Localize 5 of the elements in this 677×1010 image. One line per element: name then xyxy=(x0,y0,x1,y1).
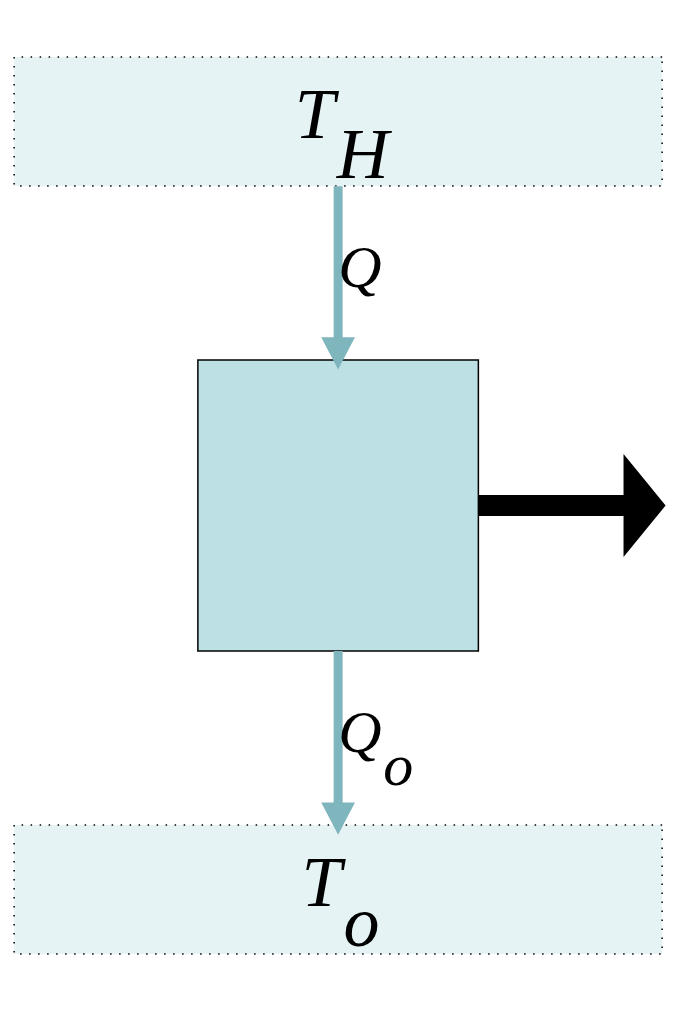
node-box xyxy=(197,358,480,652)
arrow xyxy=(478,453,666,557)
edge-label: Q xyxy=(338,233,382,299)
arrow xyxy=(321,650,356,835)
arrow xyxy=(321,185,356,369)
